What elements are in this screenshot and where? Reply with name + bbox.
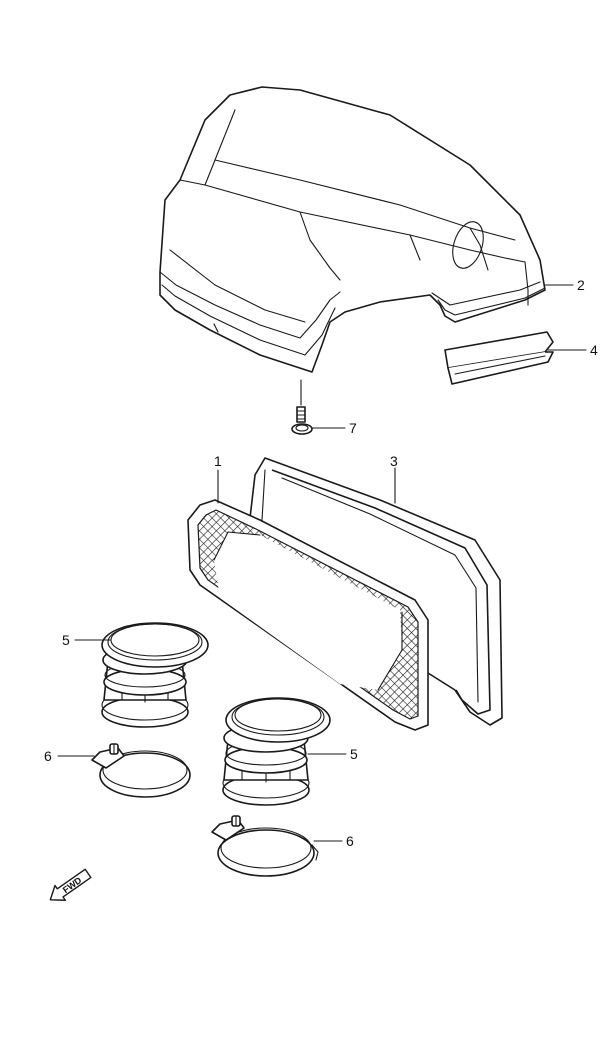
forward-arrow-icon: FWD bbox=[49, 868, 92, 901]
mesh-screen bbox=[187, 499, 429, 731]
callouts: 1 2 3 4 5 5 6 6 7 bbox=[44, 277, 598, 849]
intake-cover bbox=[159, 86, 546, 373]
callout-6-left: 6 bbox=[44, 748, 52, 764]
callout-5-left: 5 bbox=[62, 632, 70, 648]
intake-duct-right bbox=[222, 697, 331, 806]
callout-6-right: 6 bbox=[346, 833, 354, 849]
callout-4: 4 bbox=[590, 342, 598, 358]
hose-clamp-right bbox=[211, 815, 319, 877]
hose-clamp-left bbox=[91, 743, 191, 798]
callout-2: 2 bbox=[577, 277, 585, 293]
callout-7: 7 bbox=[349, 420, 357, 436]
callout-3: 3 bbox=[390, 453, 398, 469]
leader-lines bbox=[57, 284, 587, 842]
screw bbox=[291, 379, 313, 435]
seal-strip bbox=[444, 331, 554, 385]
intake-duct-left bbox=[101, 622, 209, 728]
callout-5-right: 5 bbox=[350, 746, 358, 762]
callout-1: 1 bbox=[214, 453, 222, 469]
